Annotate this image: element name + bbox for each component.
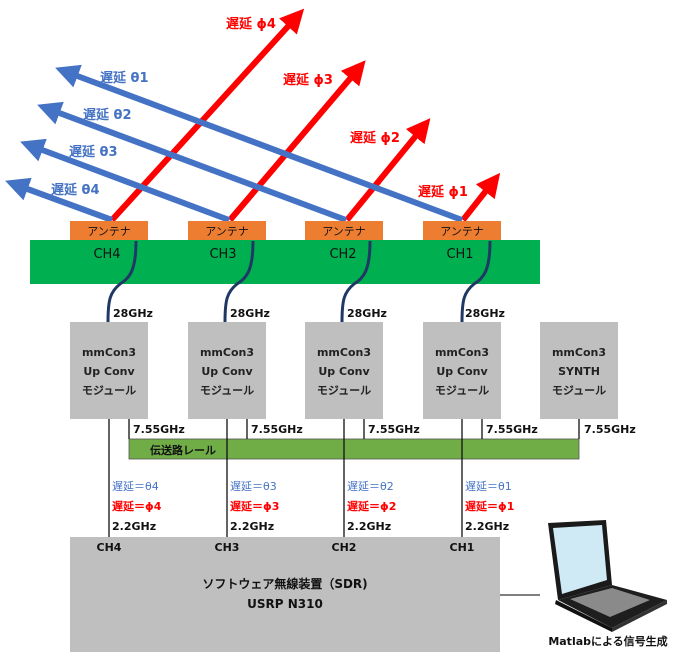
if-theta-ch2: 遅延＝θ2 — [347, 480, 394, 493]
theta-label-1: 遅延 θ1 — [100, 70, 149, 86]
antenna-label: アンテナ — [87, 225, 131, 238]
module-line: Up Conv — [201, 365, 253, 378]
modules — [70, 322, 618, 419]
module-line: モジュール — [200, 384, 254, 397]
lo-freq: 7.55GHz — [584, 423, 636, 436]
coax-cable-ch2 — [340, 240, 372, 323]
rf-freq-ch1: 28GHz — [465, 307, 505, 320]
board-ch4-label: CH4 — [93, 247, 120, 262]
lo-freq: 7.55GHz — [251, 423, 303, 436]
lo-freq: 7.55GHz — [133, 423, 185, 436]
if-freq-ch4: 2.2GHz — [112, 520, 156, 533]
if-phi-ch1: 遅延＝ϕ1 — [465, 499, 514, 513]
module-line: モジュール — [317, 384, 371, 397]
if-freq-ch1: 2.2GHz — [465, 520, 509, 533]
phi-beam-2 — [344, 118, 431, 222]
rail-label: 伝送路レール — [150, 443, 216, 457]
if-freq-ch2: 2.2GHz — [347, 520, 391, 533]
phi-label-2: 遅延 ϕ2 — [350, 130, 400, 146]
board-ch3-label: CH3 — [209, 247, 236, 262]
if-lines — [108, 419, 463, 537]
upconv-module-ch1 — [423, 322, 501, 419]
coax-cable-ch3 — [223, 240, 255, 323]
if-phi-ch4: 遅延＝ϕ4 — [112, 499, 162, 513]
upconv-module-ch2 — [305, 322, 383, 419]
sdr-ch2: CH2 — [332, 541, 357, 554]
theta-beam-2 — [37, 101, 348, 223]
sdr-ch4: CH4 — [97, 541, 122, 554]
theta-beam-3 — [20, 138, 231, 223]
sdr-box — [70, 537, 500, 652]
board-ch1-label: CH1 — [446, 247, 473, 262]
laptop-icon — [548, 520, 667, 632]
phi-beam-1 — [460, 172, 501, 222]
module-line: mmCon3 — [82, 346, 136, 359]
theta-beam-4 — [5, 177, 114, 223]
theta-beam-1 — [55, 64, 464, 223]
if-phi-ch3: 遅延＝ϕ3 — [230, 499, 279, 513]
module-line: Up Conv — [436, 365, 488, 378]
module-line: モジュール — [435, 384, 489, 397]
module-line: mmCon3 — [200, 346, 254, 359]
sdr-ch1: CH1 — [450, 541, 475, 554]
transmission-rail — [128, 438, 580, 460]
lo-lines — [128, 419, 580, 439]
rf-freq-ch4: 28GHz — [113, 307, 153, 320]
antenna-ch4 — [70, 221, 148, 240]
if-theta-ch3: 遅延＝θ3 — [230, 480, 277, 493]
module-line: モジュール — [82, 384, 136, 397]
phi-label-4: 遅延 ϕ4 — [226, 16, 276, 32]
phi-label-1: 遅延 ϕ1 — [418, 184, 468, 200]
theta-label-2: 遅延 θ2 — [83, 107, 132, 123]
module-line: mmCon3 — [552, 346, 606, 359]
upconv-module-ch3 — [188, 322, 266, 419]
lo-freq: 7.55GHz — [486, 423, 538, 436]
laptop-caption: Matlabによる信号生成 — [548, 634, 667, 648]
module-line: モジュール — [552, 384, 606, 397]
antenna-ch1 — [423, 221, 501, 240]
if-phi-ch2: 遅延＝ϕ2 — [347, 499, 396, 513]
sdr-ch3: CH3 — [215, 541, 240, 554]
if-theta-ch4: 遅延＝θ4 — [112, 480, 159, 493]
antenna-board — [30, 240, 540, 284]
sdr-model: USRP N310 — [247, 597, 323, 611]
lo-freq: 7.55GHz — [368, 423, 420, 436]
antenna-label: アンテナ — [322, 225, 366, 238]
module-line: mmCon3 — [435, 346, 489, 359]
module-line: mmCon3 — [317, 346, 371, 359]
coax-cable-ch1 — [460, 240, 492, 323]
sdr-title: ソフトウェア無線装置（SDR) — [202, 576, 367, 591]
theta-beams — [5, 64, 464, 223]
phi-beam-3 — [227, 60, 366, 222]
theta-label-4: 遅延 θ4 — [51, 182, 100, 198]
module-line: Up Conv — [83, 365, 135, 378]
if-theta-ch1: 遅延＝θ1 — [465, 480, 512, 493]
antenna-label: アンテナ — [205, 225, 249, 238]
coax-cable-ch4 — [106, 240, 138, 323]
module-line: Up Conv — [318, 365, 370, 378]
antenna-label: アンテナ — [440, 225, 484, 238]
phi-label-3: 遅延 ϕ3 — [283, 72, 333, 88]
antenna-ch2 — [305, 221, 383, 240]
board-ch2-label: CH2 — [329, 247, 356, 262]
theta-label-3: 遅延 θ3 — [69, 144, 118, 160]
antenna-ch3 — [188, 221, 266, 240]
if-freq-ch3: 2.2GHz — [230, 520, 274, 533]
rf-freq-ch3: 28GHz — [230, 307, 270, 320]
rf-freq-ch2: 28GHz — [347, 307, 387, 320]
upconv-module-ch4 — [70, 322, 148, 419]
coax-cables — [106, 240, 492, 323]
synth-module — [540, 322, 618, 419]
antennas: アンテナ アンテナ アンテナ アンテナ — [70, 221, 501, 240]
module-line: SYNTH — [558, 365, 600, 378]
